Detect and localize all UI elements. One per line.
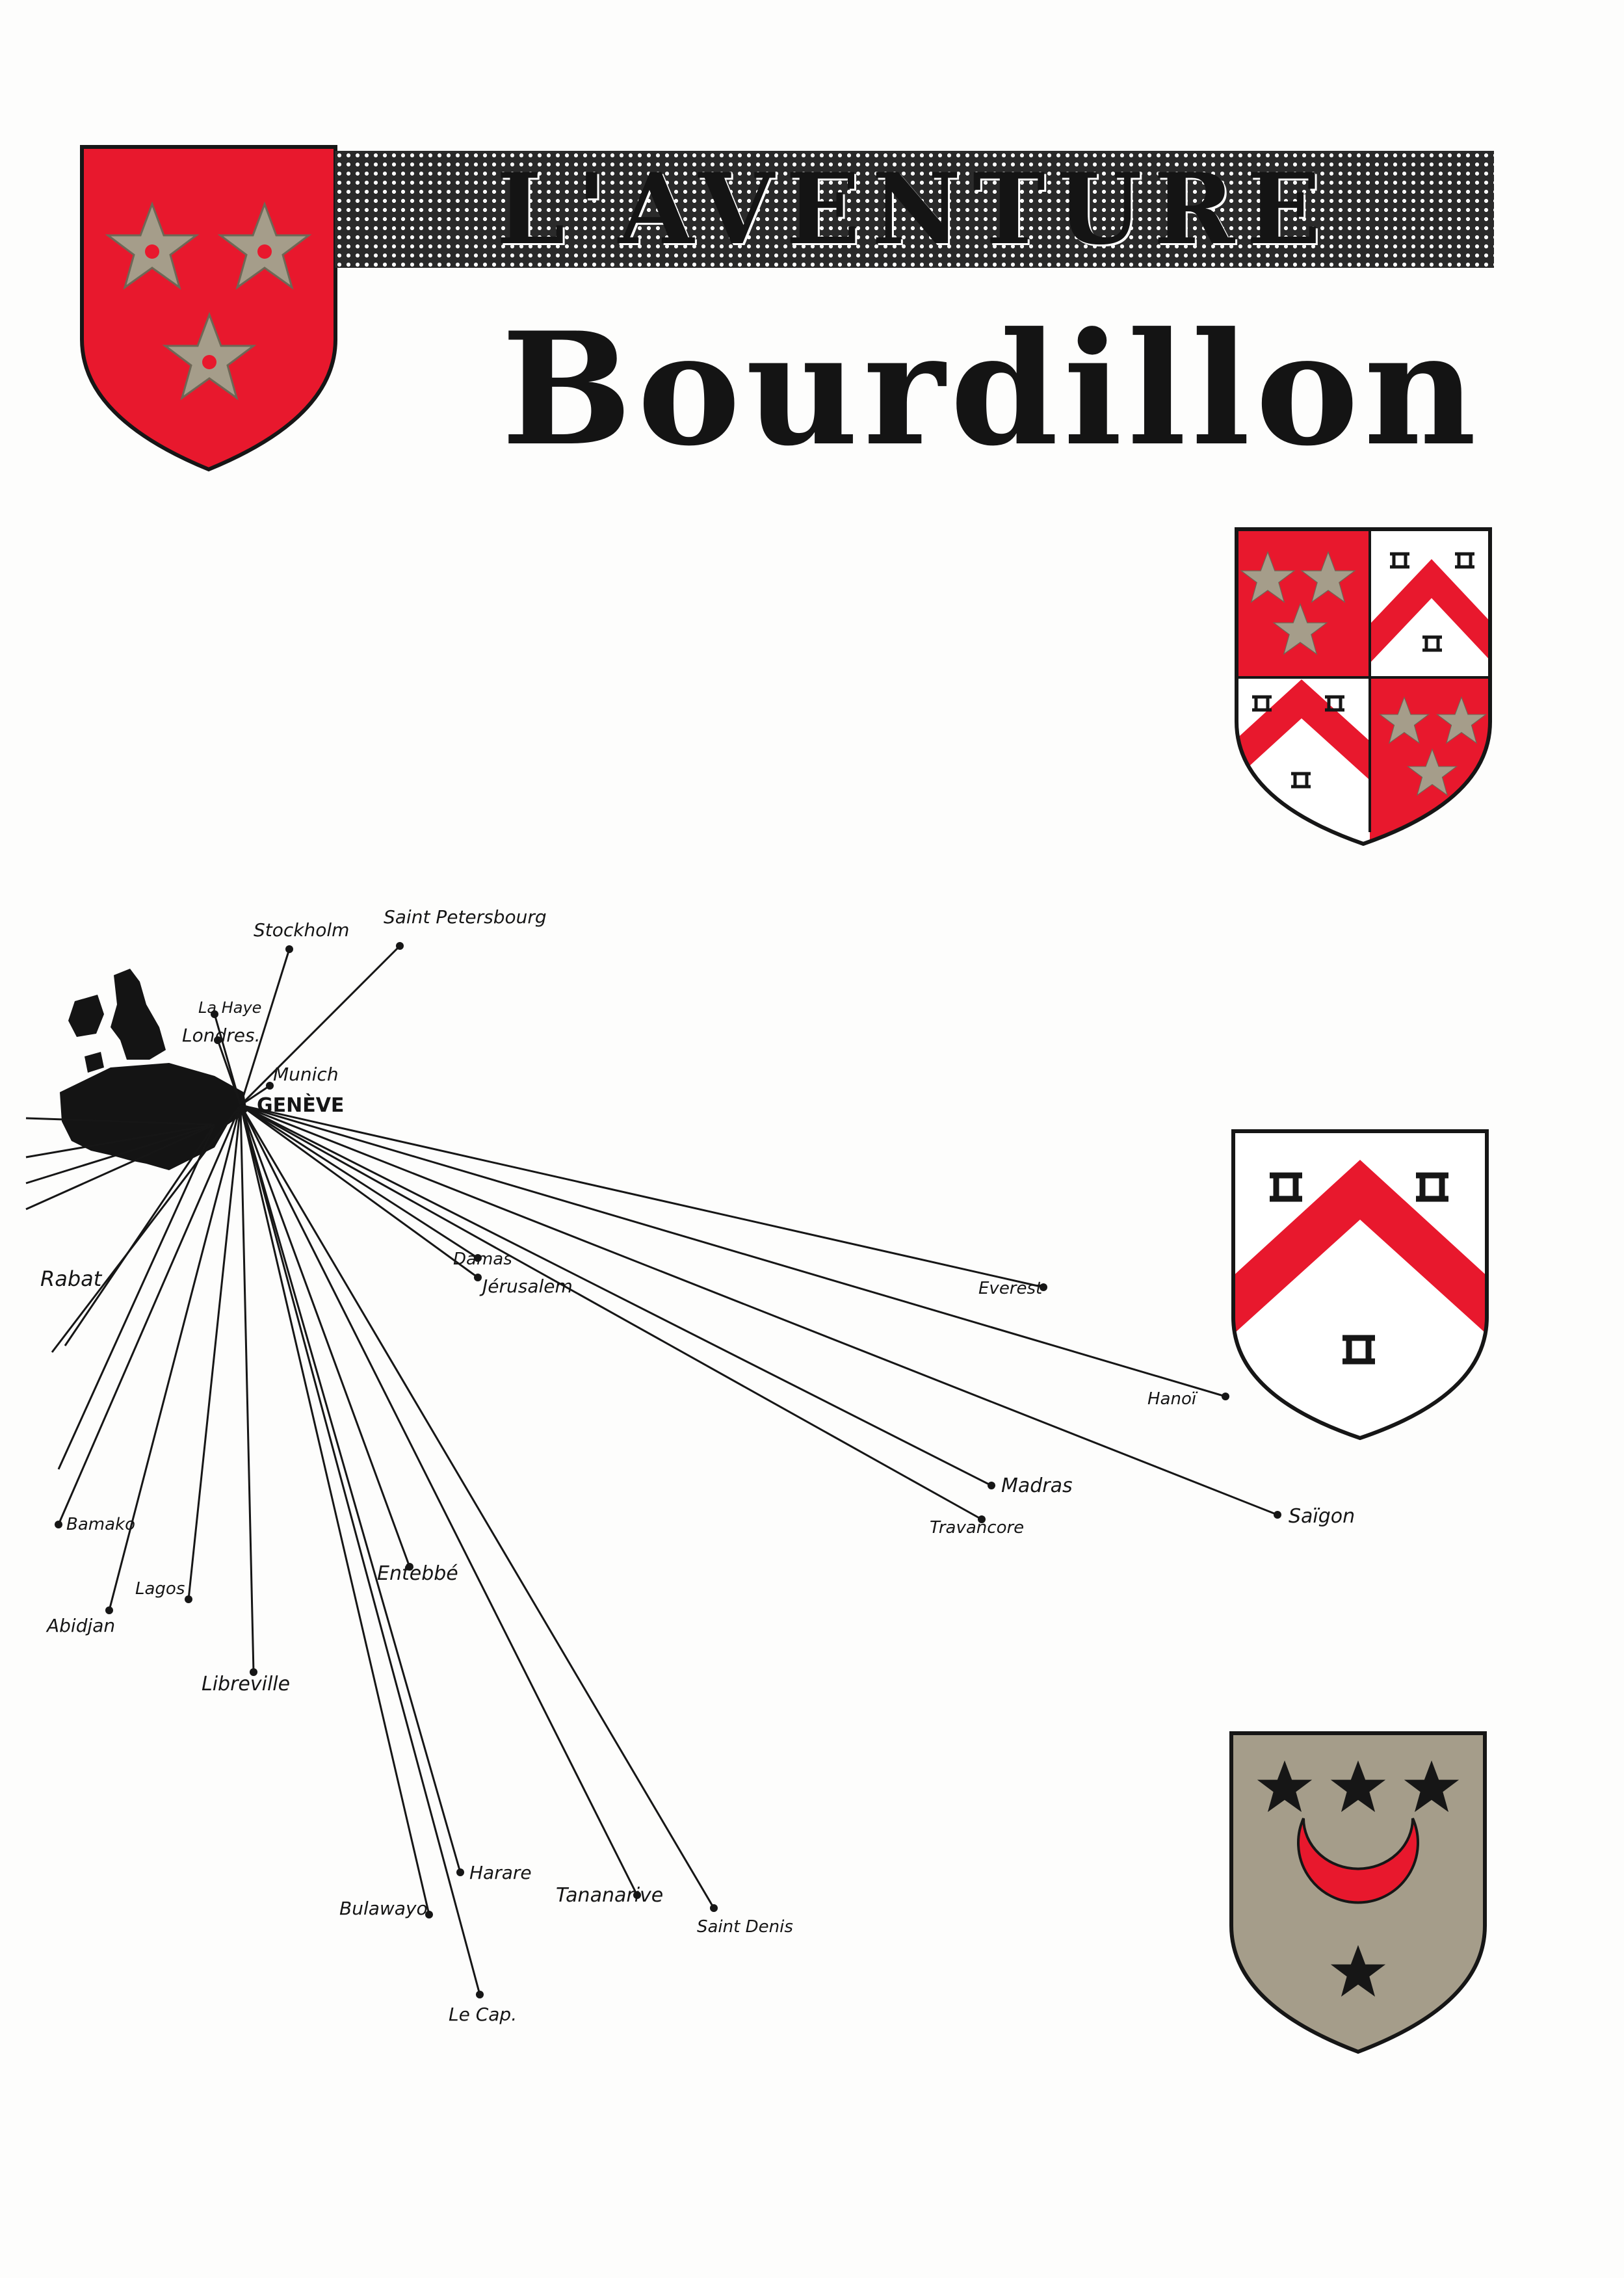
city-label-londres: Londres. [182,1025,260,1046]
city-label-lagos: Lagos [135,1579,185,1599]
route-line-rabat [51,1105,242,1353]
route-line-lagos [187,1105,242,1600]
route-line-offpage [64,1124,216,1346]
hub-label: GENÈVE [257,1093,344,1117]
city-dot-libreville [250,1668,257,1676]
city-label-munich: Munich [273,1064,339,1085]
city-dot-munich [266,1082,274,1090]
city-dot-abidjan [105,1606,113,1614]
city-dot-bamako [55,1521,62,1528]
city-dot-hanoi [1222,1393,1229,1400]
route-line-bamako [57,1105,242,1525]
route-line-hanoi [240,1104,1226,1398]
crescent-stars-shield-icon [1229,1731,1487,2054]
city-dot-harare [456,1868,464,1876]
route-line-travancore [240,1104,982,1521]
city-dot-tananarive [633,1891,641,1899]
city-label-libreville: Libreville [202,1673,290,1695]
route-line-entebbe [239,1105,411,1567]
city-label-travancore: Travancore [930,1518,1024,1538]
route-line-londres [216,1040,242,1106]
family-name: Bourdillon [501,299,1482,480]
city-dot-saigon [1274,1511,1281,1519]
city-label-saint-denis: Saint Denis [697,1917,793,1937]
route-line-offpage [57,1124,216,1470]
route-line-munich [240,1084,270,1106]
route-line-damas [240,1104,478,1259]
title-band: L'AVENTURE [335,151,1494,268]
page-title: L'AVENTURE [496,152,1333,267]
city-dot-stockholm [285,945,293,953]
quartered-shield-icon [1235,527,1492,846]
city-label-bulawayo: Bulawayo [339,1898,428,1919]
route-line-offpage [25,1123,215,1211]
city-label-hanoi: Hanoï [1147,1389,1198,1409]
route-line-stockholm [239,949,291,1106]
chevron-shield-icon [1231,1129,1489,1441]
route-line-le-cap [239,1105,481,1995]
city-dot-jerusalem [474,1274,482,1281]
city-label-madras: Madras [1001,1474,1073,1497]
shield-three-stars-icon [80,145,337,472]
city-dot-entebbe [406,1563,413,1571]
route-line-offpage [25,1123,215,1159]
city-dot-bulawayo [425,1911,433,1918]
route-line-offpage [25,1123,215,1185]
city-label-jerusalem: Jérusalem [479,1276,573,1297]
city-label-abidjan: Abidjan [46,1615,115,1636]
city-dot-st-petersbourg [396,942,404,950]
city-label-saigon: Saïgon [1289,1505,1355,1528]
city-label-rabat: Rabat [40,1266,103,1291]
city-label-everest: Everest [978,1279,1043,1298]
city-dot-le-cap [476,1991,484,1998]
city-dot-damas [474,1254,482,1262]
city-dot-la-haye [211,1010,218,1018]
route-line-saint-denis [239,1105,715,1909]
route-line-madras [240,1104,992,1487]
city-label-st-petersbourg: Saint Petersbourg [384,906,547,928]
route-line-tananarive [239,1105,638,1896]
city-dot-everest [1040,1283,1047,1291]
route-line-everest [240,1104,1044,1289]
city-dot-lagos [185,1595,192,1603]
route-line-harare [239,1105,462,1873]
city-label-harare: Harare [469,1862,532,1883]
route-line-bulawayo [239,1105,430,1915]
city-dot-saint-denis [710,1904,718,1912]
route-line-libreville [239,1105,255,1673]
route-line-offpage [25,1117,215,1126]
city-dot-madras [988,1482,995,1489]
route-map: Stockholm Saint Petersbourg La HayeLondres… [25,906,1355,2025]
city-label-entebbe: Entebbé [377,1562,458,1585]
city-dot-travancore [978,1515,986,1523]
city-label-la-haye: La Haye [198,999,261,1017]
route-line-st-petersbourg [239,945,401,1106]
city-label-bamako: Bamako [66,1515,135,1534]
route-line-jerusalem [240,1104,478,1279]
route-line-saigon [240,1104,1278,1516]
city-label-tananarive: Tananarive [556,1884,663,1907]
city-label-stockholm: Stockholm [254,919,349,941]
route-line-abidjan [108,1105,242,1611]
city-dot-londres [214,1036,222,1044]
city-label-le-cap: Le Cap. [449,2004,517,2025]
city-label-damas: Damas [453,1250,512,1269]
